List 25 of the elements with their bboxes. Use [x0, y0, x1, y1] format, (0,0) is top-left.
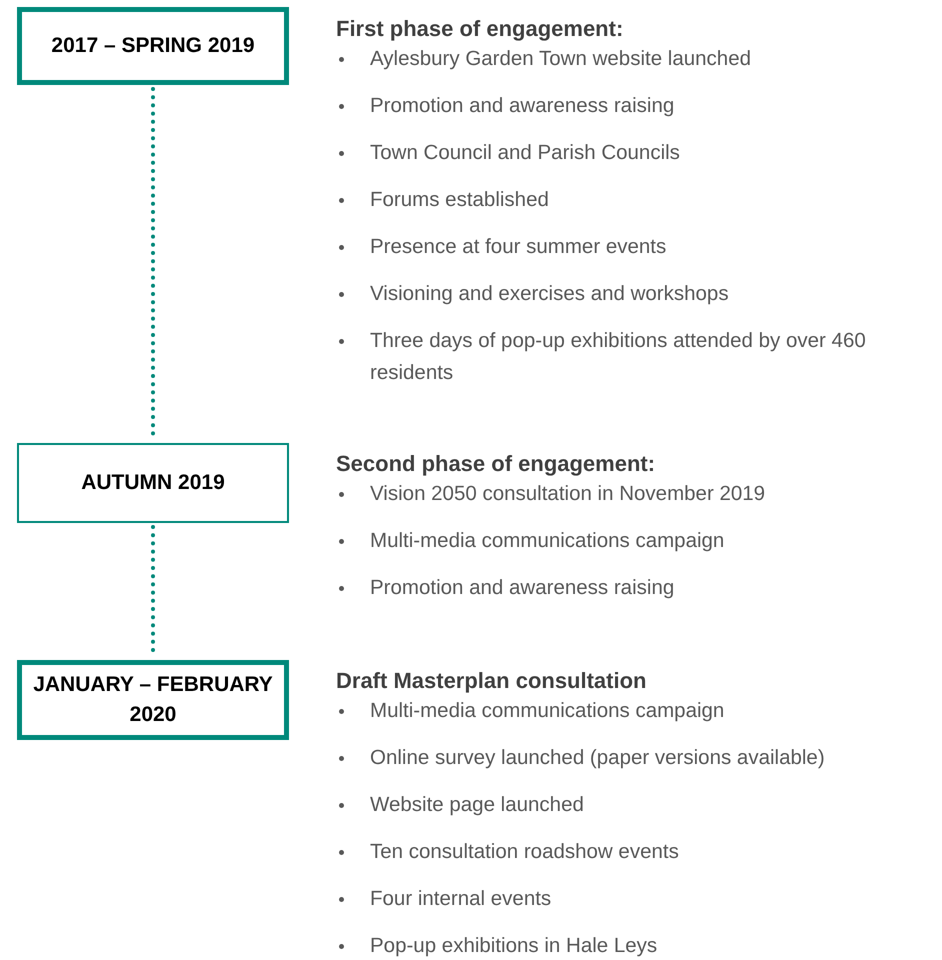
bullet-item: Promotion and awareness raising	[370, 93, 676, 119]
date-box	[17, 7, 289, 85]
bullet-item: Presence at four summer events	[370, 234, 668, 260]
bullet-item: Website page launched	[370, 792, 585, 818]
bullet-item: Promotion and awareness raising	[370, 575, 676, 601]
bullet-item: Multi-media communications campaign	[370, 698, 726, 724]
phase-heading: Draft Masterplan consultation	[336, 667, 648, 695]
bullet-item: Vision 2050 consultation in November 2019	[370, 481, 766, 507]
date-box	[17, 443, 289, 523]
bullet-item: Ten consultation roadshow events	[370, 839, 680, 865]
bullet-item: Pop-up exhibitions in Hale Leys	[370, 933, 658, 959]
bullet-item: Forums established	[370, 187, 550, 213]
bullet-item: Visioning and exercises and workshops	[370, 281, 730, 307]
date-label: JANUARY – FEBRUARY 2020	[32, 672, 274, 728]
phase-heading: Second phase of engagement:	[336, 450, 656, 478]
phase-heading: First phase of engagement:	[336, 15, 624, 43]
bullet-item: Online survey launched (paper versions available)	[370, 745, 826, 771]
date-label: AUTUMN 2019	[80, 470, 226, 496]
date-box	[17, 660, 289, 740]
bullet-item: Four internal events	[370, 886, 552, 912]
bullet-item: Three days of pop-up exhibitions attended by over 460 residents	[370, 328, 867, 386]
date-label: 2017 – SPRING 2019	[50, 33, 256, 59]
bullet-item: Multi-media communications campaign	[370, 528, 726, 554]
bullet-item: Town Council and Parish Councils	[370, 140, 681, 166]
bullet-item: Aylesbury Garden Town website launched	[370, 46, 752, 72]
